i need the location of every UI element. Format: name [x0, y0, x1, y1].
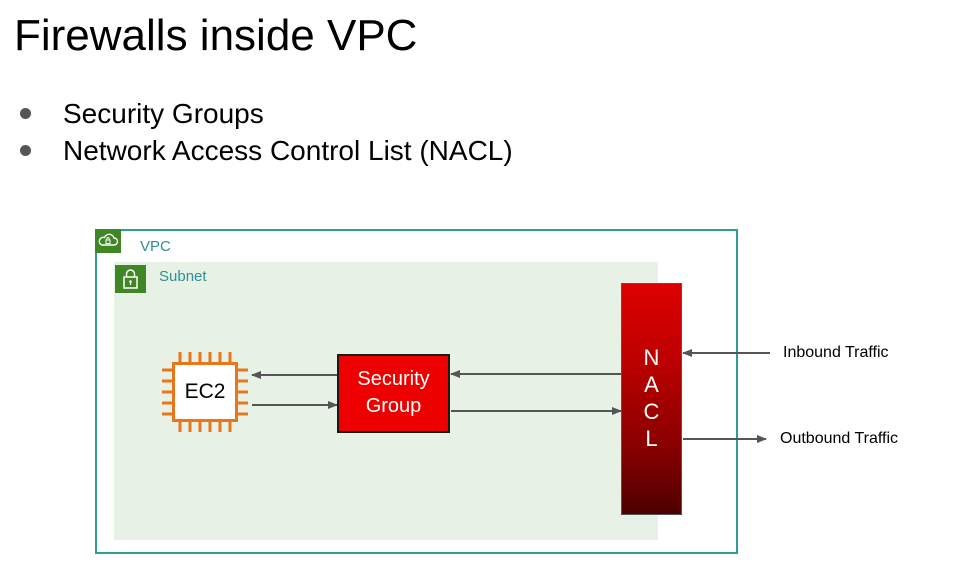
vpc-label: VPC [140, 238, 171, 255]
security-group-label-line1: Security [357, 368, 430, 390]
inbound-traffic-label: Inbound Traffic [783, 344, 889, 361]
bullet-text: Network Access Control List (NACL) [63, 135, 513, 166]
security-group-label-line2: Group [365, 395, 422, 417]
ec2-chip-pins [162, 352, 248, 432]
nacl-letter: C [643, 399, 660, 424]
slide-title: Firewalls inside VPC [14, 11, 418, 60]
bullet-dot-icon [20, 108, 31, 119]
security-group-label: Security Group [337, 366, 450, 420]
traffic-arrows [251, 349, 770, 443]
ec2-chip-icon [172, 362, 238, 422]
bullet-dot-icon [20, 145, 31, 156]
subnet-lock-icon [115, 265, 146, 293]
nacl-box [621, 283, 682, 515]
outbound-traffic-label: Outbound Traffic [780, 430, 898, 447]
bullet-text: Security Groups [63, 98, 264, 129]
ec2-label: EC2 [184, 380, 226, 403]
subnet-label: Subnet [159, 268, 207, 285]
nacl-label: N A C L [621, 344, 682, 452]
nacl-letter: A [644, 372, 659, 397]
security-group-box [337, 354, 450, 433]
vpc-container [95, 229, 738, 554]
nacl-letter: L [645, 426, 658, 451]
vpc-cloud-icon [95, 229, 121, 253]
nacl-letter: N [643, 345, 660, 370]
